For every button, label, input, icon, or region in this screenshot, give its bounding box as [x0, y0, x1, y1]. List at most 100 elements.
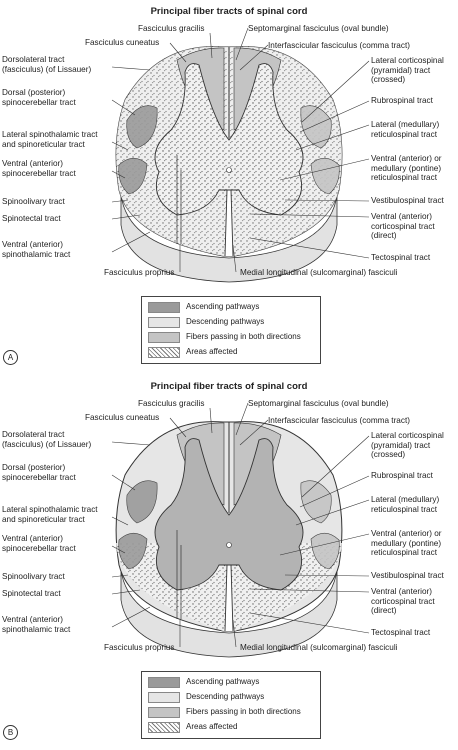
label-left-1-leader — [111, 66, 151, 71]
label-fasciculus-proprius: Fasciculus proprius — [104, 268, 175, 277]
label-left-4: Ventral (anterior) spinocerebellar tract — [2, 534, 76, 553]
legend-swatch-both — [148, 332, 180, 343]
label-right-2: Lateral (medullary) reticulospinal tract — [371, 495, 440, 514]
label-left-1-leader — [111, 441, 151, 446]
legend-swatch-ascending — [148, 677, 180, 688]
label-right-6: Tectospinal tract — [371, 253, 431, 262]
label-top-2: Interfascicular fasciculus (comma tract) — [268, 416, 410, 425]
label-medial-longitudinal-leader — [232, 619, 237, 648]
label-right-5: Ventral (anterior) corticospinal tract (… — [371, 212, 435, 240]
label-right-3-leader — [279, 533, 370, 556]
label-top-1-leader — [235, 27, 249, 61]
label-right-1: Rubrospinal tract — [371, 96, 433, 105]
label-left-1: Dorsolateral tract (fasciculus) (of Liss… — [2, 430, 92, 449]
legend-swatch-affected — [148, 347, 180, 358]
label-right-0: Lateral corticospinal (pyramidal) tract … — [371, 56, 444, 84]
legend-swatch-descending — [148, 692, 180, 703]
label-right-2-leader — [295, 499, 370, 526]
label-top-0: Fasciculus gracilis — [138, 24, 205, 33]
label-left-2-leader — [111, 474, 136, 491]
label-top-0-leader — [209, 32, 213, 59]
label-left-3-leader — [111, 141, 129, 151]
label-left-7-leader — [111, 231, 151, 253]
label-top-2-leader — [239, 44, 269, 71]
label-right-3: Ventral (anterior) or medullary (pontine… — [371, 154, 442, 182]
label-right-0: Lateral corticospinal (pyramidal) tract … — [371, 431, 444, 459]
label-left-2-leader — [111, 99, 136, 116]
legend-swatch-affected — [148, 722, 180, 733]
label-left-7: Ventral (anterior) spinothalamic tract — [2, 240, 71, 259]
label-right-0-leader — [301, 60, 370, 123]
label-top-1: Septomarginal fasciculus (oval bundle) — [248, 399, 389, 408]
legend-label: Ascending pathways — [186, 677, 260, 686]
panel-badge: B — [3, 725, 18, 740]
label-right-4: Vestibulospinal tract — [371, 571, 444, 580]
label-medial-longitudinal: Medial longitudinal (sulcomarginal) fasc… — [240, 268, 398, 277]
label-left-3-leader — [111, 516, 129, 526]
label-top-1-leader — [235, 402, 249, 436]
label-left-0: Fasciculus cuneatus — [85, 38, 160, 47]
legend-swatch-descending — [148, 317, 180, 328]
legend-label: Fibers passing in both directions — [186, 707, 301, 716]
label-left-6-leader — [111, 214, 141, 220]
label-right-3: Ventral (anterior) or medullary (pontine… — [371, 529, 442, 557]
leader-lines — [111, 402, 370, 648]
legend-label: Descending pathways — [186, 692, 265, 701]
label-left-2: Dorsal (posterior) spinocerebellar tract — [2, 88, 76, 107]
label-left-3: Lateral spinothalamic tract and spinoret… — [2, 505, 98, 524]
label-right-4-leader — [284, 574, 370, 577]
label-right-6-leader — [249, 237, 370, 259]
label-fasciculus-proprius: Fasciculus proprius — [104, 643, 175, 652]
label-right-5: Ventral (anterior) corticospinal tract (… — [371, 587, 435, 615]
legend-label: Areas affected — [186, 722, 238, 731]
label-left-5: Spinoolivary tract — [2, 197, 65, 206]
label-right-0-leader — [301, 435, 370, 498]
label-left-2: Dorsal (posterior) spinocerebellar tract — [2, 463, 76, 482]
label-medial-longitudinal-leader — [232, 244, 237, 273]
legend-swatch-both — [148, 707, 180, 718]
label-left-1: Dorsolateral tract (fasciculus) (of Liss… — [2, 55, 92, 74]
label-left-6: Spinotectal tract — [2, 589, 61, 598]
label-left-0-leader — [169, 42, 187, 63]
label-right-2-leader — [295, 124, 370, 151]
label-left-4-leader — [111, 170, 126, 179]
label-right-5-leader — [249, 588, 370, 593]
diagram-title: Principal fiber tracts of spinal cord — [150, 381, 308, 392]
label-right-6-leader — [249, 612, 370, 634]
label-top-0-leader — [209, 407, 213, 434]
label-left-7-leader — [111, 606, 151, 628]
label-left-4-leader — [111, 545, 126, 554]
legend-label: Fibers passing in both directions — [186, 332, 301, 341]
label-top-1: Septomarginal fasciculus (oval bundle) — [248, 24, 389, 33]
panel-badge: A — [3, 350, 18, 365]
label-right-3-leader — [279, 158, 370, 181]
label-left-3: Lateral spinothalamic tract and spinoret… — [2, 130, 98, 149]
label-left-5: Spinoolivary tract — [2, 572, 65, 581]
label-left-0: Fasciculus cuneatus — [85, 413, 160, 422]
spinal-cord-diagram — [111, 27, 370, 283]
legend-swatch-ascending — [148, 302, 180, 313]
legend-label: Descending pathways — [186, 317, 265, 326]
label-right-2: Lateral (medullary) reticulospinal tract — [371, 120, 440, 139]
label-top-2-leader — [239, 419, 269, 446]
label-left-0-leader — [169, 417, 187, 438]
label-medial-longitudinal: Medial longitudinal (sulcomarginal) fasc… — [240, 643, 398, 652]
legend-label: Ascending pathways — [186, 302, 260, 311]
label-left-5-leader — [111, 199, 129, 203]
label-right-4-leader — [284, 199, 370, 202]
label-right-1-leader — [299, 100, 370, 133]
label-right-5-leader — [249, 213, 370, 218]
label-left-7: Ventral (anterior) spinothalamic tract — [2, 615, 71, 634]
label-left-6-leader — [111, 589, 141, 595]
label-left-4: Ventral (anterior) spinocerebellar tract — [2, 159, 76, 178]
label-right-1: Rubrospinal tract — [371, 471, 433, 480]
label-right-6: Tectospinal tract — [371, 628, 431, 637]
label-left-5-leader — [111, 574, 129, 578]
label-top-0: Fasciculus gracilis — [138, 399, 205, 408]
cord-cross-section — [115, 46, 343, 283]
legend-label: Areas affected — [186, 347, 238, 356]
